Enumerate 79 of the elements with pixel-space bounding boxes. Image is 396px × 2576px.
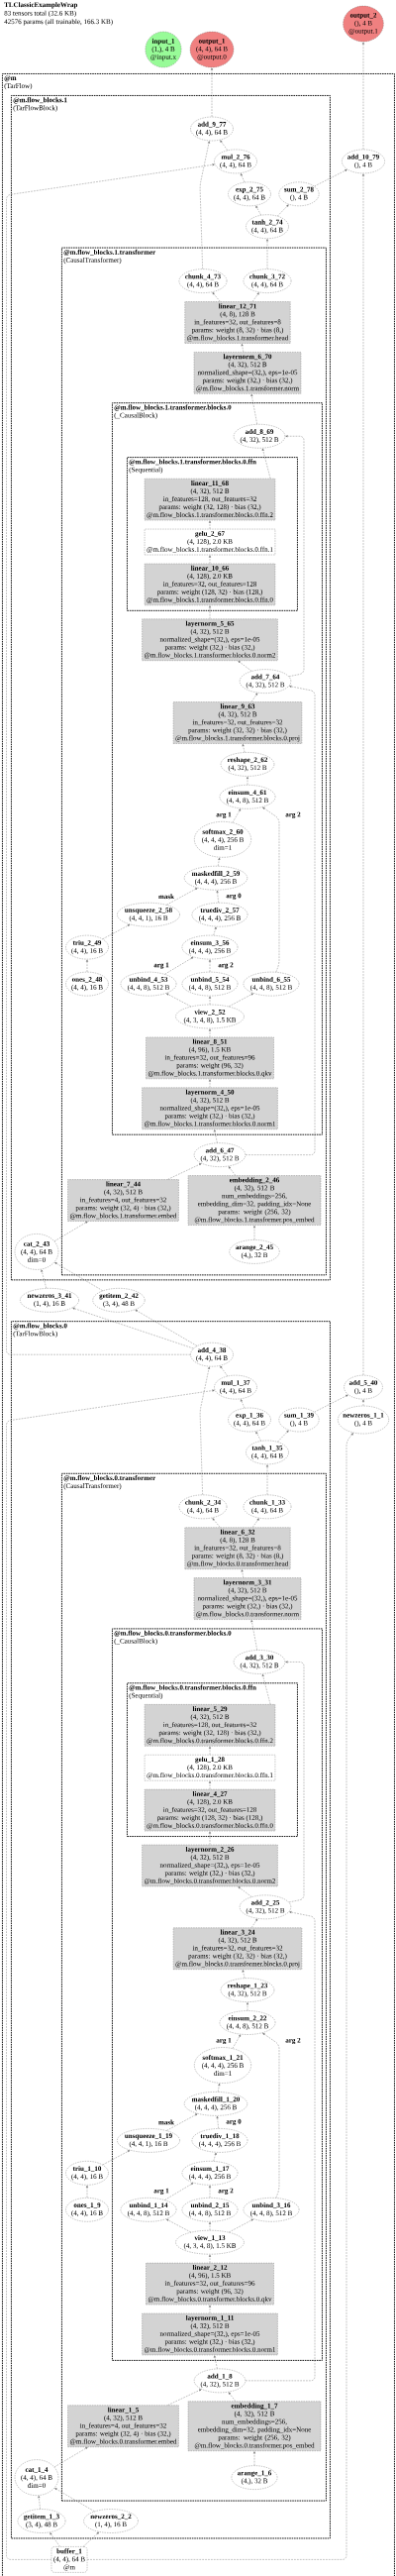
arrow bbox=[216, 890, 219, 904]
arrow bbox=[277, 1430, 289, 1443]
arrow bbox=[220, 1365, 228, 1377]
arrow bbox=[251, 292, 259, 302]
arrow bbox=[228, 993, 253, 1008]
arrow bbox=[241, 173, 246, 183]
arrow bbox=[228, 1166, 236, 1176]
arrow bbox=[250, 1620, 257, 1651]
arrow bbox=[232, 808, 242, 823]
arrow bbox=[53, 2447, 88, 2468]
arrow bbox=[54, 1262, 103, 1291]
arrow bbox=[241, 1569, 245, 1578]
arrow bbox=[53, 1221, 88, 1241]
arrow bbox=[250, 393, 257, 425]
arrow bbox=[166, 993, 192, 1008]
arrow bbox=[253, 1226, 255, 1240]
arrow bbox=[245, 1911, 316, 2382]
arrow bbox=[199, 1366, 210, 1495]
arrow bbox=[255, 205, 261, 216]
arrow bbox=[218, 2083, 221, 2093]
arrow bbox=[212, 1518, 221, 1528]
arrow bbox=[241, 344, 245, 353]
arrow bbox=[241, 1399, 246, 1409]
arrow bbox=[253, 2451, 255, 2466]
arrow bbox=[242, 744, 246, 753]
arrow bbox=[6, 1389, 215, 2560]
arrow bbox=[362, 1399, 364, 1406]
arrow bbox=[220, 140, 228, 151]
arrow bbox=[213, 2152, 217, 2162]
arrow bbox=[362, 173, 364, 1376]
arrow bbox=[261, 1673, 271, 1705]
arrow bbox=[314, 169, 347, 187]
arrow bbox=[232, 2034, 242, 2049]
arrow bbox=[314, 1394, 348, 1413]
arrow bbox=[228, 2218, 253, 2233]
arrow bbox=[167, 1163, 202, 1180]
arrow bbox=[83, 2531, 99, 2547]
arrow bbox=[277, 204, 289, 217]
arrow bbox=[166, 2218, 192, 2233]
arrow bbox=[38, 2496, 41, 2510]
arrow bbox=[209, 2185, 211, 2199]
arrow bbox=[87, 1433, 353, 2560]
arrow bbox=[255, 1431, 261, 1442]
arrow bbox=[6, 163, 215, 1355]
arrow bbox=[54, 2488, 95, 2512]
arrow bbox=[214, 2355, 218, 2369]
arrow bbox=[135, 1309, 198, 1346]
arrow bbox=[102, 924, 131, 939]
arrow bbox=[262, 2032, 280, 2199]
arrow bbox=[166, 2113, 198, 2131]
arrow bbox=[238, 661, 252, 672]
arrow bbox=[41, 1269, 47, 1289]
arrow bbox=[212, 292, 221, 302]
arrow bbox=[362, 42, 364, 150]
arrow bbox=[50, 2532, 60, 2547]
arrow bbox=[228, 2392, 236, 2402]
arrow bbox=[167, 2389, 202, 2406]
arrow bbox=[218, 857, 221, 867]
arrow bbox=[250, 693, 258, 702]
arrow bbox=[72, 1307, 194, 1349]
arrow bbox=[262, 806, 280, 973]
arrow bbox=[166, 888, 198, 906]
arrow bbox=[238, 1886, 252, 1897]
arrow bbox=[285, 435, 305, 677]
arrow bbox=[86, 2185, 88, 2199]
arrow bbox=[199, 141, 210, 269]
arrow bbox=[214, 1129, 218, 1143]
arrow bbox=[216, 2115, 219, 2129]
arrow bbox=[209, 1780, 211, 1790]
arrow bbox=[251, 1518, 259, 1528]
arrow bbox=[242, 1970, 246, 1979]
arrow bbox=[261, 448, 271, 480]
arrow bbox=[245, 685, 316, 1155]
arrow bbox=[102, 2150, 131, 2166]
arrow bbox=[285, 1661, 305, 1903]
arrow bbox=[86, 959, 88, 973]
arrow bbox=[164, 957, 194, 975]
arrow bbox=[250, 1918, 258, 1928]
arrow bbox=[164, 2183, 194, 2200]
